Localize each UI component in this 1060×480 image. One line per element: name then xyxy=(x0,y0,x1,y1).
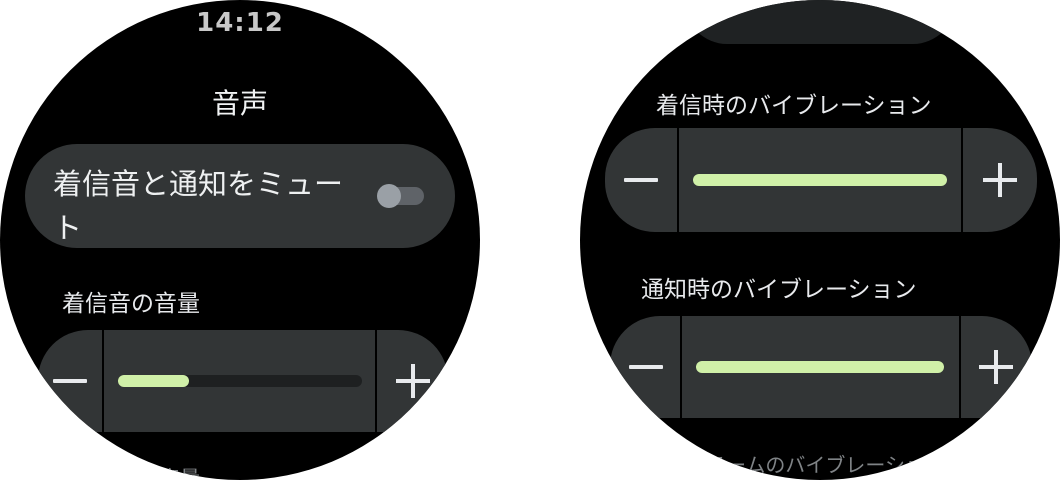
page-title: 音声 xyxy=(211,87,268,120)
plus-icon xyxy=(983,163,1017,197)
watch-screen-sound: 14:12 音声 着信音と通知をミュート 着信音の音量 音量 xyxy=(0,0,480,480)
previous-item-partial xyxy=(685,0,955,44)
notification-vibration-up-button[interactable] xyxy=(959,316,1032,418)
divider xyxy=(961,128,963,232)
volume-track xyxy=(118,375,362,387)
mute-toggle-chip[interactable]: 着信音と通知をミュート xyxy=(25,144,455,248)
divider xyxy=(959,316,961,418)
call-vibration-fill xyxy=(693,174,947,186)
plus-icon xyxy=(395,364,430,398)
notification-vibration-label: 通知時のバイブレーション xyxy=(641,277,917,303)
call-vibration-track xyxy=(693,174,947,186)
minus-icon xyxy=(624,178,658,182)
call-vibration-down-button[interactable] xyxy=(605,128,677,232)
ringtone-volume-label: 着信音の音量 xyxy=(62,291,200,317)
ringtone-volume-slider[interactable] xyxy=(38,330,448,432)
volume-down-button[interactable] xyxy=(38,330,102,432)
plus-icon xyxy=(978,350,1013,384)
volume-up-button[interactable] xyxy=(377,330,448,432)
divider xyxy=(375,330,377,432)
divider xyxy=(680,316,682,418)
switch-knob xyxy=(377,184,401,208)
divider xyxy=(677,128,679,232)
status-time: 14:12 xyxy=(196,8,284,38)
next-item-label-partial: ラームのバイブレーション xyxy=(706,453,945,477)
minus-icon xyxy=(629,365,663,369)
notification-vibration-track xyxy=(696,361,944,373)
notification-vibration-fill xyxy=(696,361,944,373)
notification-vibration-slider[interactable] xyxy=(610,316,1032,418)
call-vibration-up-button[interactable] xyxy=(963,128,1037,232)
mute-switch[interactable] xyxy=(377,184,424,208)
next-item-label-partial: 音量 xyxy=(160,466,200,480)
watch-screen-vibration: 着信時のバイブレーション 通知時のバイブレーション ラームのバイブレーション xyxy=(580,0,1060,480)
mute-toggle-label: 着信音と通知をミュート xyxy=(53,167,344,245)
minus-icon xyxy=(53,379,87,383)
call-vibration-label: 着信時のバイブレーション xyxy=(656,93,932,119)
volume-fill xyxy=(118,375,189,387)
notification-vibration-down-button[interactable] xyxy=(610,316,682,418)
divider xyxy=(102,330,104,432)
call-vibration-slider[interactable] xyxy=(605,128,1037,232)
